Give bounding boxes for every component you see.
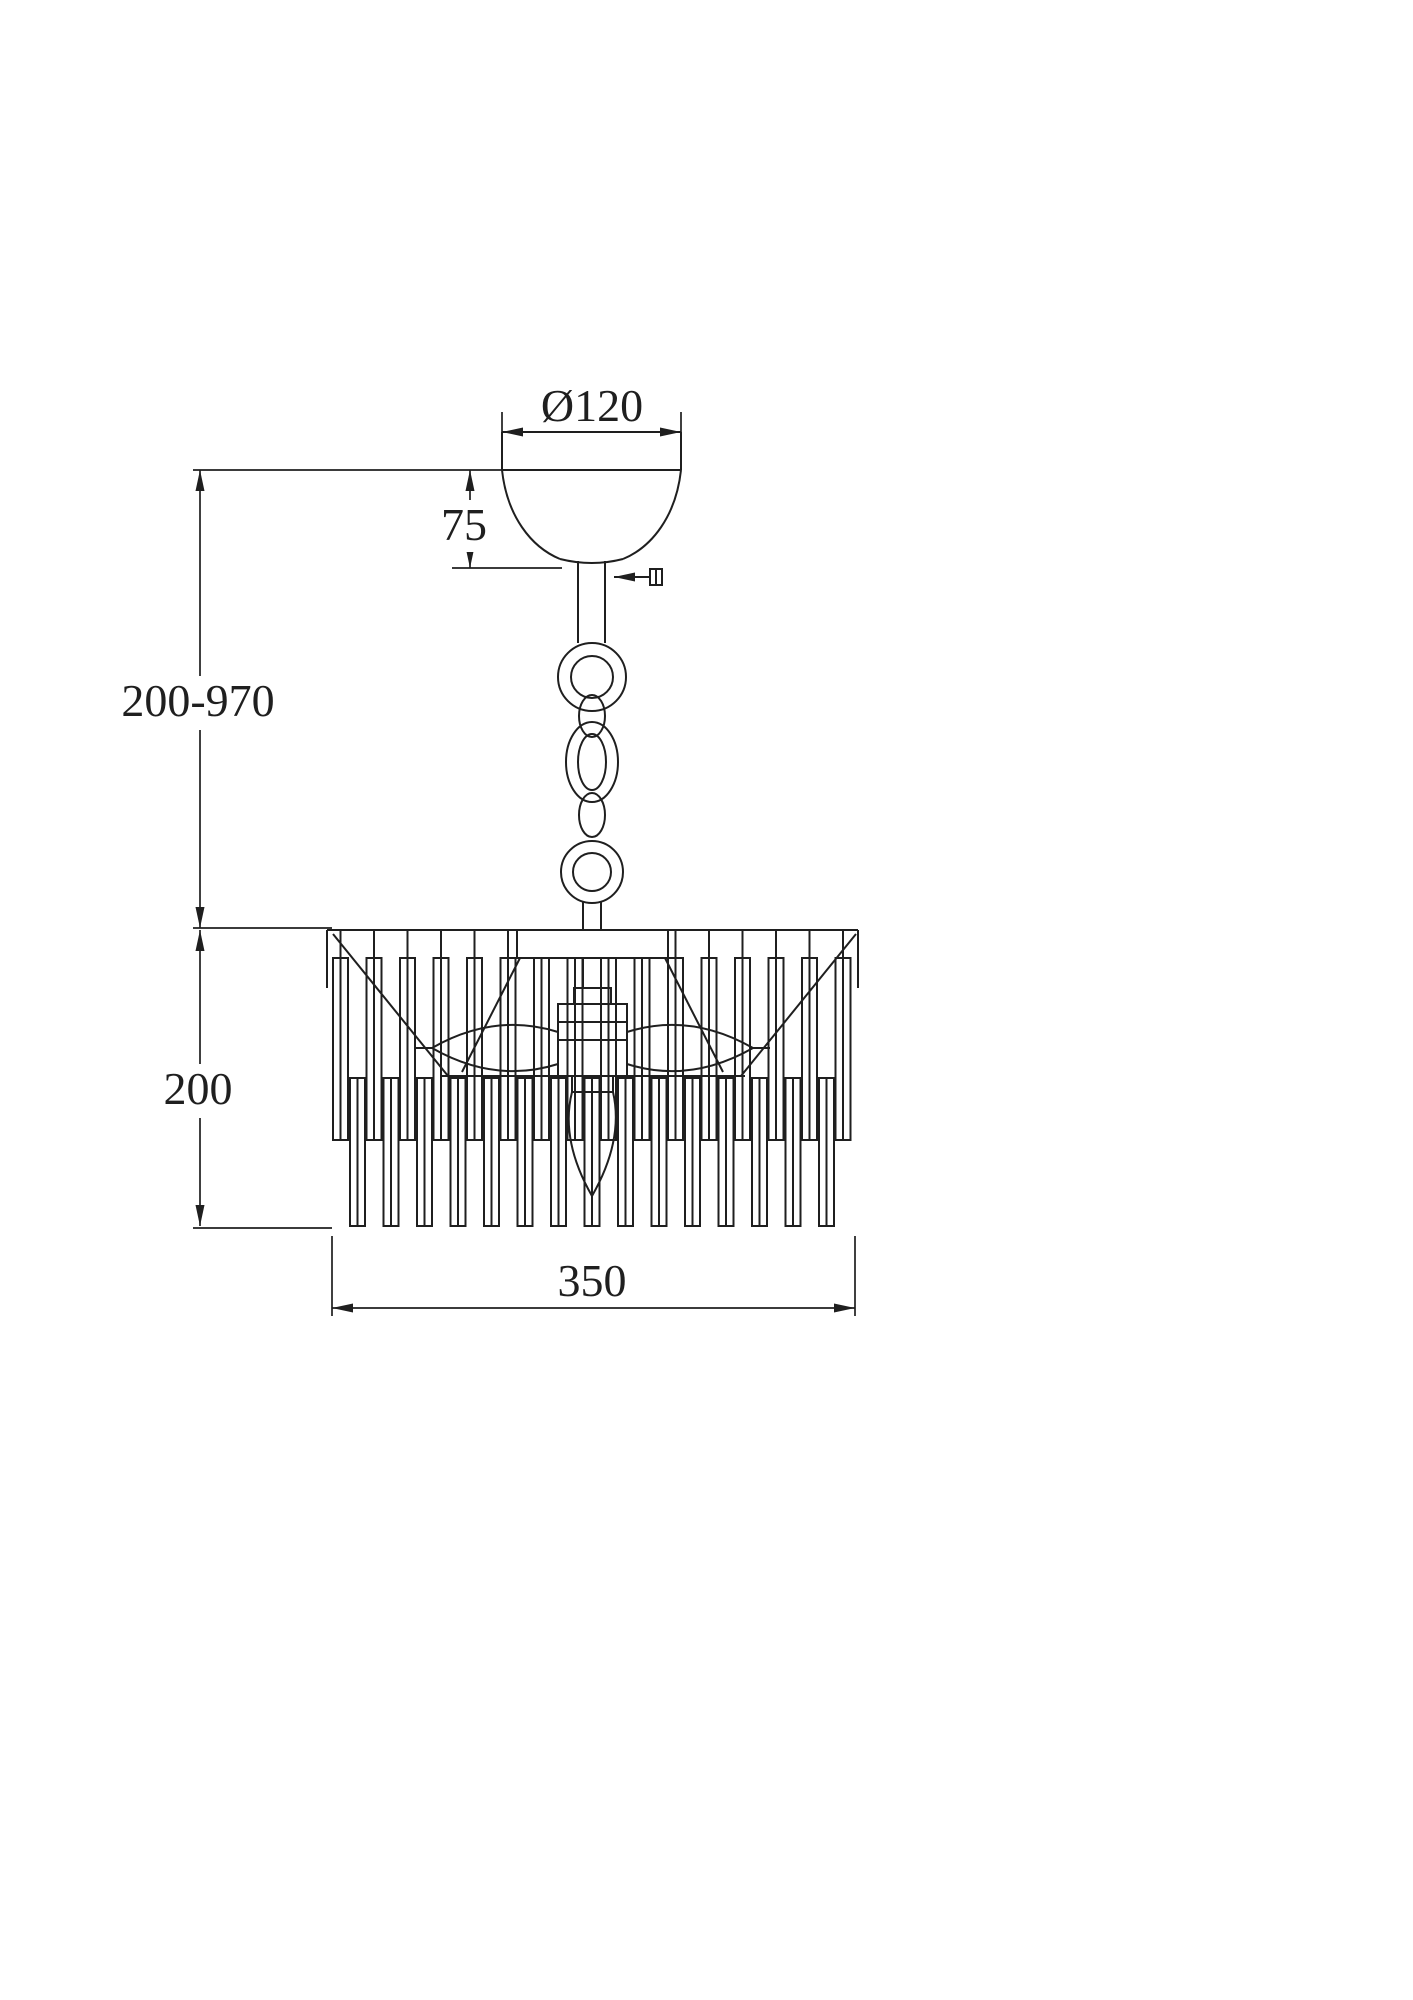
canopy-bell-bottom — [559, 558, 624, 564]
dim-canopy-diameter: Ø120 — [501, 380, 682, 437]
label-backing — [144, 1064, 252, 1118]
bulb-left — [429, 1023, 559, 1073]
set-screw — [614, 568, 663, 586]
support-arm-inner-right — [664, 957, 724, 1073]
hook-ring-top — [557, 642, 627, 712]
chain-link-outer — [565, 721, 619, 803]
chain — [565, 694, 619, 838]
hook-ring-top-inner — [570, 655, 614, 699]
canopy-bell-right — [622, 469, 682, 560]
dim-label-canopy-diameter: Ø120 — [541, 380, 643, 431]
chain-link-small — [578, 792, 606, 838]
hook-ring-bottom-inner — [572, 852, 612, 892]
canopy — [501, 431, 682, 564]
crystal-fringe — [332, 957, 852, 1227]
canopy-bell-left — [501, 469, 561, 560]
label-backing — [436, 500, 492, 552]
hook-ring-bottom-outer — [560, 840, 624, 904]
body-stem — [582, 901, 602, 932]
mounting-plate — [516, 929, 669, 959]
chain-link-small — [578, 694, 606, 738]
dimensions: Ø120 75 200-970 200 3 — [112, 380, 856, 1316]
dim-suspension-range: 200-970 — [112, 470, 332, 929]
dim-label-shade-height: 200 — [164, 1063, 233, 1114]
support-arm-inner-left — [461, 957, 521, 1073]
chain-link-inner — [577, 733, 607, 791]
dim-shade-width: 350 — [331, 1236, 856, 1316]
support-arm-left — [332, 933, 449, 1077]
hook-ring-bottom — [560, 840, 624, 904]
bulb-right — [626, 1023, 756, 1073]
dim-label-suspension-range: 200-970 — [121, 675, 274, 726]
hook-ring-top-outer — [557, 642, 627, 712]
dim-canopy-height: 75 — [193, 469, 562, 569]
canopy-stem — [577, 561, 606, 643]
hub-top-detail — [573, 987, 612, 1005]
label-backing — [112, 676, 284, 730]
support-arm-right — [740, 933, 857, 1077]
dim-label-canopy-height: 75 — [441, 499, 487, 550]
chandelier-fixture — [326, 431, 859, 1227]
dim-shade-height: 200 — [144, 930, 332, 1229]
dim-label-shade-width: 350 — [558, 1255, 627, 1306]
